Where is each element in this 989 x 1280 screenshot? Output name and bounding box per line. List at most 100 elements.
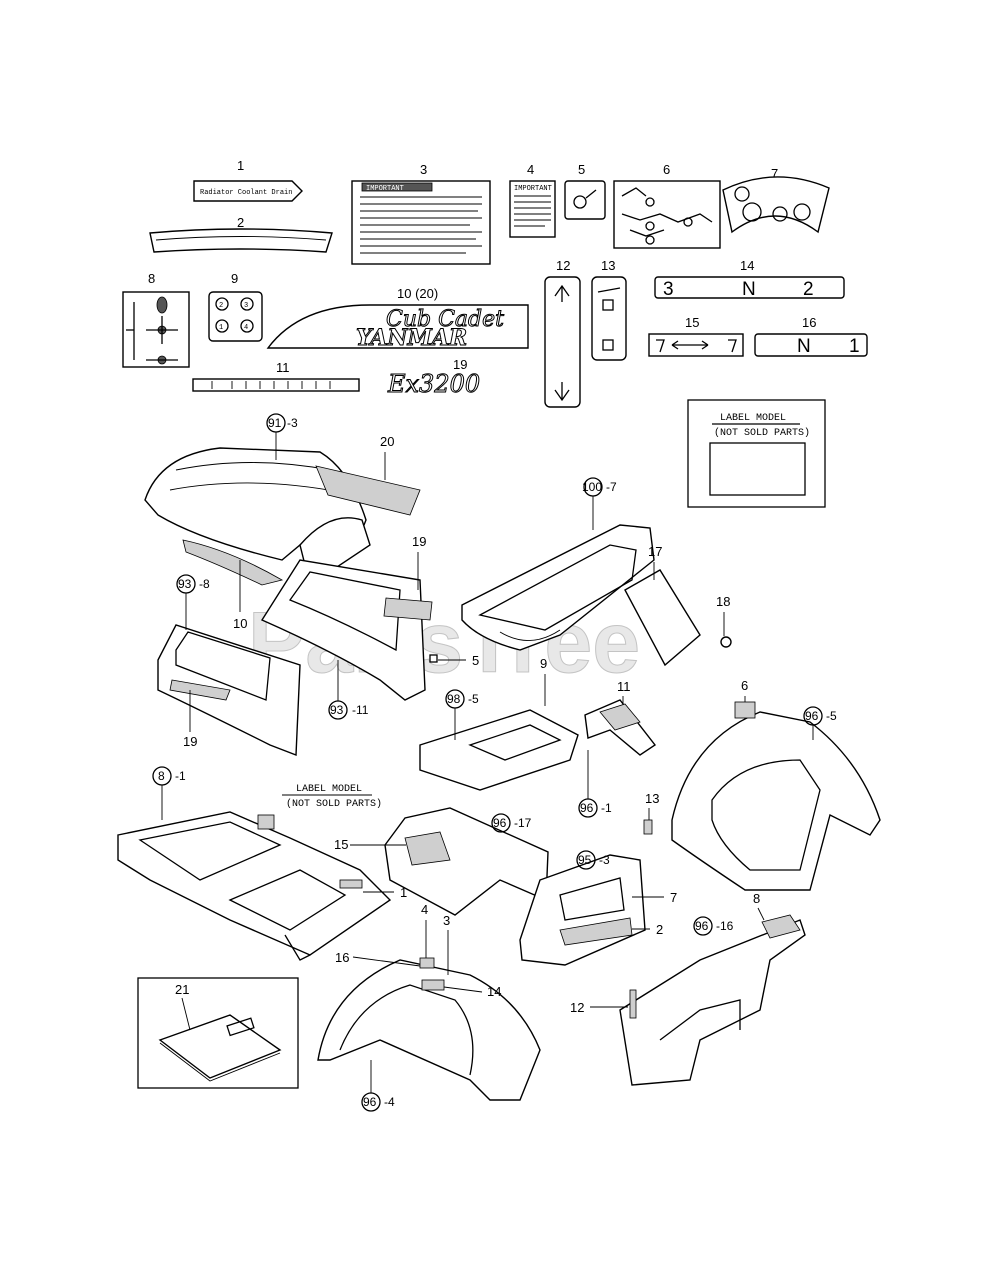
decal-number-2: 2 bbox=[237, 215, 244, 230]
decal-9-digit-d: 4 bbox=[244, 324, 248, 332]
side-panel-left[interactable] bbox=[157, 624, 301, 757]
bracket-98[interactable] bbox=[419, 709, 579, 791]
part-number-2: 2 bbox=[656, 922, 663, 937]
decal-12-placed[interactable] bbox=[629, 989, 637, 1019]
part-number-5: 5 bbox=[472, 653, 479, 668]
part-number-12: 12 bbox=[570, 1000, 584, 1015]
callout-96-17-suffix: -17 bbox=[514, 816, 532, 830]
decal-10-brand[interactable]: 10 (20) Cub Cadet YANMAR bbox=[266, 286, 529, 352]
bracket-96-1[interactable] bbox=[584, 699, 657, 756]
decal-number-4: 4 bbox=[527, 162, 534, 177]
bolt-18[interactable] bbox=[720, 636, 732, 648]
decal-16-b: 1 bbox=[849, 336, 860, 357]
part-number-20: 20 bbox=[380, 434, 394, 449]
decal-6-controls[interactable]: 6 bbox=[613, 162, 721, 249]
part-number-16: 16 bbox=[335, 950, 349, 965]
callout-91: 91 bbox=[268, 416, 282, 430]
decal-15-arrow[interactable]: 15 bbox=[648, 315, 744, 357]
decal-9-digit-b: 3 bbox=[244, 302, 248, 310]
part-number-7: 7 bbox=[670, 890, 677, 905]
manual-box[interactable] bbox=[137, 977, 299, 1089]
label-model-box: LABEL MODEL (NOT SOLD PARTS) bbox=[687, 399, 826, 508]
decal-number-5: 5 bbox=[578, 162, 585, 177]
decal-number-10: 10 (20) bbox=[397, 286, 438, 301]
decal-14-gear[interactable]: 14 3 N 2 bbox=[654, 258, 845, 300]
decal-9-digits[interactable]: 9 2 3 1 4 bbox=[208, 271, 263, 342]
part-number-1: 1 bbox=[400, 885, 407, 900]
part-number-9: 9 bbox=[540, 656, 547, 671]
part-number-21: 21 bbox=[175, 982, 189, 997]
part-number-13: 13 bbox=[645, 791, 659, 806]
callout-100-suffix: -7 bbox=[606, 480, 617, 494]
callout-96-5-suffix: -5 bbox=[826, 709, 837, 723]
decal-8[interactable]: 8 bbox=[122, 271, 190, 368]
decal-number-13: 13 bbox=[601, 258, 615, 273]
callout-8-1-suffix: -1 bbox=[175, 769, 186, 783]
callout-95: 95 bbox=[578, 853, 592, 867]
decal-5[interactable]: 5 bbox=[564, 162, 606, 220]
decal-14-b: N bbox=[742, 279, 756, 300]
decal-number-11: 11 bbox=[276, 360, 290, 375]
callout-96-17: 96 bbox=[493, 816, 507, 830]
callout-96-16-circle[interactable] bbox=[693, 916, 713, 936]
label-model-box-line1: LABEL MODEL bbox=[720, 413, 786, 424]
decal-1-coolant[interactable]: 1 Radiator Coolant Drain bbox=[193, 158, 303, 202]
decal-10-maker-text: YANMAR bbox=[356, 325, 467, 351]
decal-2-strip[interactable]: 2 bbox=[149, 215, 333, 253]
callout-93-8: 93 bbox=[178, 577, 192, 591]
decal-12-tall[interactable]: 12 bbox=[544, 258, 581, 408]
part-number-19-upper: 19 bbox=[412, 534, 426, 549]
hood-assembly[interactable] bbox=[144, 447, 421, 587]
callout-96-5: 96 bbox=[805, 709, 819, 723]
decal-19-model[interactable]: 19 Ex3200 bbox=[387, 357, 481, 399]
callout-100: 100 bbox=[582, 480, 602, 494]
dash-panel[interactable] bbox=[461, 524, 655, 651]
center-cover[interactable] bbox=[384, 807, 549, 916]
callout-93-11: 93 bbox=[330, 703, 344, 717]
clip-5[interactable] bbox=[429, 654, 438, 663]
callout-8-1: 8 bbox=[158, 769, 165, 783]
panel-17[interactable] bbox=[624, 569, 701, 667]
callout-93-11-suffix: -11 bbox=[352, 703, 369, 717]
left-fender[interactable] bbox=[317, 957, 541, 1101]
decal-number-1: 1 bbox=[237, 158, 244, 173]
decal-1-placed[interactable] bbox=[339, 879, 363, 889]
decal-10-brand-text: Cub Cadet bbox=[386, 307, 504, 332]
decal-13-placed[interactable] bbox=[643, 819, 653, 835]
decal-7-arc[interactable]: 7 bbox=[722, 166, 830, 234]
callout-96-1: 96 bbox=[580, 801, 594, 815]
rear-fender[interactable] bbox=[671, 701, 881, 891]
part-number-10: 10 bbox=[233, 616, 247, 631]
callout-96-16-suffix: -16 bbox=[716, 919, 734, 933]
part-number-14: 14 bbox=[487, 984, 501, 999]
decal-3-important[interactable]: 3 IMPORTANT bbox=[351, 162, 491, 265]
decal-1-text: Radiator Coolant Drain bbox=[200, 189, 292, 197]
callout-95-circle[interactable] bbox=[576, 850, 596, 870]
decal-number-8: 8 bbox=[148, 271, 155, 286]
front-panel[interactable] bbox=[519, 854, 646, 966]
part-number-6: 6 bbox=[741, 678, 748, 693]
part-number-19-lower: 19 bbox=[183, 734, 197, 749]
callout-95-suffix: -3 bbox=[599, 853, 610, 867]
part-number-11: 11 bbox=[617, 679, 631, 694]
part-number-17: 17 bbox=[648, 544, 662, 559]
label-model-box-line2: (NOT SOLD PARTS) bbox=[714, 427, 810, 439]
callout-91-suffix: -3 bbox=[287, 416, 298, 430]
decal-14-c: 2 bbox=[803, 279, 814, 300]
callout-96-4-suffix: -4 bbox=[384, 1095, 395, 1109]
decal-11-strip[interactable]: 11 bbox=[192, 360, 360, 392]
decal-number-16: 16 bbox=[802, 315, 816, 330]
floor-panel[interactable] bbox=[619, 914, 806, 1086]
callout-96-17-circle[interactable] bbox=[491, 813, 511, 833]
side-panel-right[interactable]: 19 bbox=[260, 534, 433, 701]
decal-16-a: N bbox=[797, 336, 811, 357]
decal-number-6: 6 bbox=[663, 162, 670, 177]
decal-4-important-small[interactable]: 4 IMPORTANT bbox=[509, 162, 556, 238]
decal-14-a: 3 bbox=[663, 279, 674, 300]
decal-16-gear[interactable]: 16 N 1 bbox=[754, 315, 868, 357]
part-number-8: 8 bbox=[753, 891, 760, 906]
decal-number-12: 12 bbox=[556, 258, 570, 273]
decal-number-3: 3 bbox=[420, 162, 427, 177]
decal-13-lock[interactable]: 13 bbox=[591, 258, 627, 361]
